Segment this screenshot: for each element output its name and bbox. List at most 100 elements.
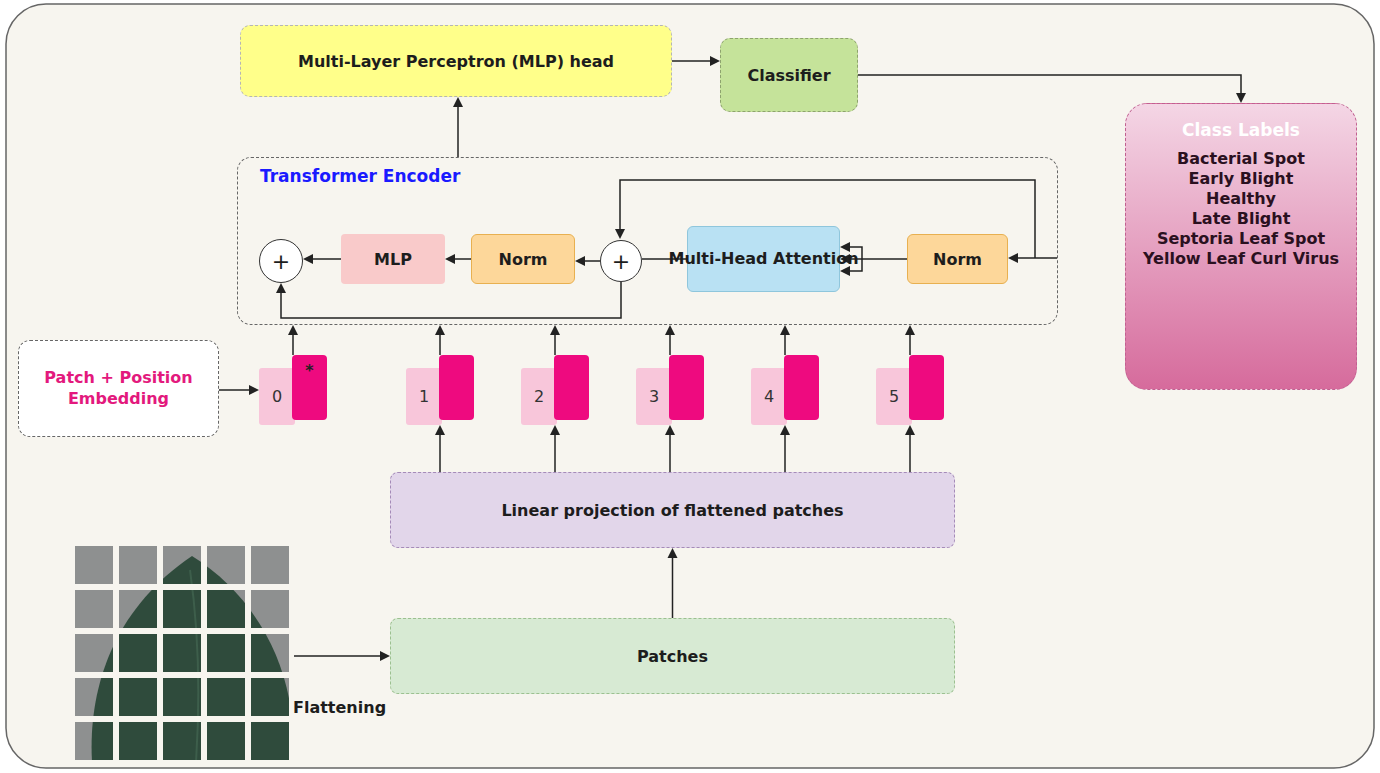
arrow-head [1236,93,1246,103]
connector-line [457,107,459,157]
connector [435,325,445,355]
arrow-head [780,325,790,335]
box-label: Norm [933,250,982,269]
patches-box: Patches [390,618,955,694]
token-number: 5 [889,387,899,406]
list-heading: Class Labels [1182,120,1300,141]
arrow-head [276,283,286,293]
connector [435,425,445,472]
token-index-part: 4 [751,368,787,425]
connector-line [439,335,441,355]
box-label: Multi-Layer Perceptron (MLP) head [298,52,614,71]
arrow-head [453,97,463,107]
token-box: 0* [259,355,327,425]
arrow-head [249,385,259,395]
connector [288,325,298,355]
mlp-box: MLP [341,234,445,284]
connector [550,325,560,355]
connector-line [292,335,294,355]
token-number: 1 [419,387,429,406]
arrow-head [780,425,790,435]
connector-line [850,258,907,260]
classifier-box: Classifier [720,38,858,112]
attention-box: Multi-Head Attention [687,226,840,292]
arrow-head [575,256,585,266]
token-number: 0 [272,387,282,406]
connector-line [313,258,341,260]
connector [575,256,600,266]
token-index-part: 5 [876,368,912,425]
connector-line [672,558,674,618]
connector-line [585,260,600,262]
connector [672,56,720,66]
token-box: 1 [406,355,474,425]
token-number: 4 [764,387,774,406]
connector [453,97,463,157]
token-embedding-part [784,355,819,420]
token-box: 2 [521,355,589,425]
token-index-part: 3 [636,368,672,425]
token-index-part: 1 [406,368,442,425]
connector-line [909,335,911,355]
norm-box: Norm [471,234,575,284]
token-number: 2 [534,387,544,406]
box-label: + [272,249,290,274]
token-embedding-part: * [292,355,327,420]
box-label: + [612,249,630,274]
connector-line [909,435,911,472]
arrow-head [288,325,298,335]
connector-line [554,335,556,355]
connector [780,325,790,355]
connector [303,254,341,264]
box-label: Classifier [747,66,830,85]
mlp-head-box: Multi-Layer Perceptron (MLP) head [240,25,672,97]
connector-line [858,75,1241,93]
leaf-image [75,546,293,762]
token-embedding-part [909,355,944,420]
connector [858,75,1246,103]
class-label: Septoria Leaf Spot [1157,229,1325,249]
token-embedding-part [669,355,704,420]
token-embedding-part [554,355,589,420]
section-title: Transformer Encoder [260,166,460,186]
connector-line [669,435,671,472]
class-label: Healthy [1206,189,1276,209]
arrow-head [435,325,445,335]
class-label: Bacterial Spot [1177,149,1305,169]
flatten-arrow [294,651,390,661]
token-box: 3 [636,355,704,425]
arrow-head [550,425,560,435]
arrow-head [665,325,675,335]
arrow-head [710,56,720,66]
arrow-head [665,425,675,435]
token-marker: * [305,361,313,380]
connector [445,254,471,264]
connector [668,548,678,618]
connector-line [219,389,249,391]
connector-line [672,60,710,62]
annotation-label: Flattening [293,698,386,717]
encoder-box: Transformer Encoder + MLP Norm + Multi-Head A… [237,157,1058,325]
encoder-input-line [1008,253,1057,263]
norm-box: Norm [907,234,1008,284]
connector [905,325,915,355]
connector [550,425,560,472]
connector-line [439,435,441,472]
connector [905,425,915,472]
connector [219,385,259,395]
connector-line [281,282,621,318]
token-number: 3 [649,387,659,406]
token-index-part: 2 [521,368,557,425]
arrow-head [550,325,560,335]
projection-box: Linear projection of flattened patches [390,472,955,548]
box-label: Multi-Head Attention [668,249,858,269]
token-index-part: 0 [259,368,295,425]
token-box: 4 [751,355,819,425]
class-label: Late Blight [1192,209,1291,229]
arrow-head [435,425,445,435]
connector-line [554,435,556,472]
connector-line [784,435,786,472]
arrow-head [905,425,915,435]
connector [780,425,790,472]
connector-line [455,258,471,260]
